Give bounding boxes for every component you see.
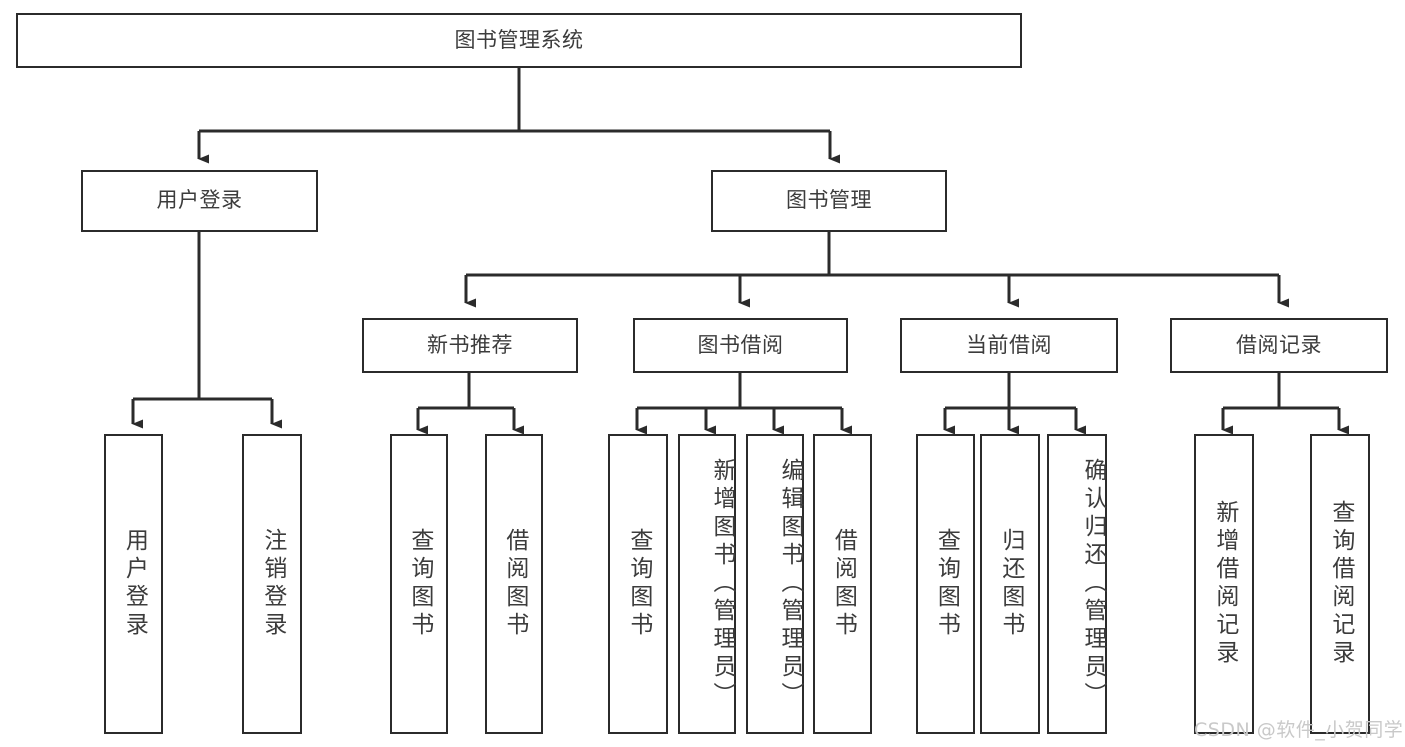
node-leaf-borrow-book-1-label: 借阅图书: [501, 528, 528, 640]
node-leaf-add-book-label: 新增图书（管理员）: [709, 458, 735, 710]
node-book-borrow-label: 图书借阅: [697, 332, 784, 357]
node-leaf-query-book-1[interactable]: 查询图书: [390, 434, 448, 734]
node-new-book-rec-label: 新书推荐: [427, 332, 513, 357]
node-leaf-query-book-2-label: 查询图书: [625, 528, 652, 640]
node-leaf-edit-book[interactable]: 编辑图书（管理员）: [746, 434, 804, 734]
watermark-text: CSDN @软件_小贺同学: [1194, 719, 1404, 741]
node-leaf-borrow-book-2[interactable]: 借阅图书: [813, 434, 872, 734]
node-leaf-query-record[interactable]: 查询借阅记录: [1310, 434, 1370, 734]
node-user-login-label: 用户登录: [156, 188, 243, 213]
node-root-label: 图书管理系统: [454, 27, 584, 52]
node-borrow-record[interactable]: 借阅记录: [1170, 318, 1388, 373]
node-leaf-user-login[interactable]: 用户登录: [104, 434, 163, 734]
node-leaf-borrow-book-1[interactable]: 借阅图书: [485, 434, 543, 734]
node-leaf-return-book[interactable]: 归还图书: [980, 434, 1040, 734]
node-leaf-add-record[interactable]: 新增借阅记录: [1194, 434, 1254, 734]
node-leaf-edit-book-label: 编辑图书（管理员）: [777, 458, 803, 710]
node-leaf-query-book-3-label: 查询图书: [933, 528, 960, 640]
node-root[interactable]: 图书管理系统: [16, 13, 1022, 68]
node-user-login[interactable]: 用户登录: [81, 170, 318, 232]
node-leaf-borrow-book-2-label: 借阅图书: [830, 528, 857, 640]
node-leaf-user-logout-label: 注销登录: [259, 528, 286, 640]
node-book-manage[interactable]: 图书管理: [711, 170, 947, 232]
node-leaf-add-record-label: 新增借阅记录: [1211, 500, 1238, 668]
node-new-book-rec[interactable]: 新书推荐: [362, 318, 578, 373]
node-borrow-record-label: 借阅记录: [1236, 332, 1322, 357]
node-current-borrow-label: 当前借阅: [966, 332, 1052, 357]
node-book-manage-label: 图书管理: [786, 188, 872, 213]
node-leaf-user-logout[interactable]: 注销登录: [242, 434, 302, 734]
node-leaf-user-login-label: 用户登录: [121, 528, 148, 640]
node-leaf-query-record-label: 查询借阅记录: [1327, 500, 1354, 668]
node-book-borrow[interactable]: 图书借阅: [633, 318, 848, 373]
node-leaf-confirm-return[interactable]: 确认归还（管理员）: [1047, 434, 1107, 734]
node-leaf-return-book-label: 归还图书: [997, 528, 1024, 640]
node-leaf-query-book-3[interactable]: 查询图书: [916, 434, 975, 734]
node-leaf-query-book-2[interactable]: 查询图书: [608, 434, 668, 734]
node-leaf-query-book-1-label: 查询图书: [406, 528, 433, 640]
node-current-borrow[interactable]: 当前借阅: [900, 318, 1118, 373]
node-leaf-add-book[interactable]: 新增图书（管理员）: [678, 434, 736, 734]
node-leaf-confirm-return-label: 确认归还（管理员）: [1080, 458, 1106, 710]
